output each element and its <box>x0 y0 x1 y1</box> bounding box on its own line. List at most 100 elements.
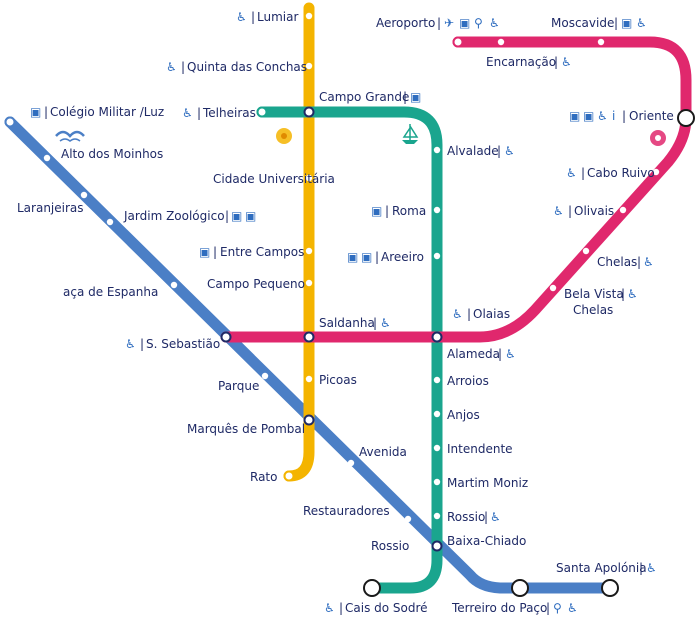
svg-text:Moscavide: Moscavide <box>551 16 614 30</box>
station-label-moscavide: Moscavide | ▣ ♿ <box>551 16 647 30</box>
station-label-arroios: Arroios <box>447 374 489 388</box>
wheelchair-icon: ♿ <box>452 307 463 321</box>
station-label-martim-moniz: Martim Moniz <box>447 476 528 490</box>
magenta-line <box>220 36 692 343</box>
station-label-lumiar: ♿ | Lumiar <box>236 10 298 24</box>
svg-text:|: | <box>373 316 377 330</box>
station-label-colegio-militar: ▣ | Colégio Militar /Luz <box>30 105 164 119</box>
wheelchair-icon: ♿ <box>597 109 608 123</box>
svg-text:Rossio: Rossio <box>447 510 485 524</box>
station-label-alvalade: Alvalade | ♿ <box>447 144 515 158</box>
svg-text:|: | <box>140 337 144 351</box>
station-label-telheiras: ♿ | Telheiras <box>182 106 256 120</box>
station-label-rato: Rato <box>250 470 277 484</box>
svg-text:Areeiro: Areeiro <box>381 250 424 264</box>
station-label-areeiro: ▣ ▣ | Areeiro <box>347 250 424 264</box>
station-label-restauradores: Restauradores <box>303 504 390 518</box>
station-label-bela-vista: Bela Vista | ♿ Chelas <box>564 287 638 317</box>
caravel-icon <box>402 124 419 144</box>
info-icon: i <box>612 109 615 123</box>
station-label-laranjeiras: Laranjeiras <box>17 201 84 215</box>
family-icon: ⚲ <box>553 601 562 615</box>
svg-text:Roma: Roma <box>392 204 426 218</box>
station-label-picoas: Picoas <box>319 373 357 387</box>
station-label-alto-dos-moinhos: Alto dos Moinhos <box>61 147 163 161</box>
svg-text:|: | <box>484 510 488 524</box>
station-label-alameda: Alameda | ♿ <box>447 347 516 361</box>
svg-text:|: | <box>497 144 501 158</box>
svg-text:|: | <box>197 106 201 120</box>
svg-text:Chelas: Chelas <box>573 303 613 317</box>
svg-text:Olaias: Olaias <box>473 307 510 321</box>
bus-icon: ▣ <box>459 16 470 30</box>
station-label-baixa-chiado: Baixa-Chiado <box>447 534 526 548</box>
station-label-cidade-universitaria: Cidade Universitária <box>213 172 335 186</box>
wheelchair-icon: ♿ <box>553 204 564 218</box>
station-label-olivais: ♿ | Olivais <box>553 204 614 218</box>
station-label-campo-grande: Campo Grande | ▣ <box>319 90 421 104</box>
svg-text:Terreiro do Paço: Terreiro do Paço <box>451 601 547 615</box>
svg-text:|: | <box>339 601 343 615</box>
svg-text:|: | <box>251 10 255 24</box>
seagull-icon <box>55 130 85 142</box>
wheelchair-icon: ♿ <box>324 601 335 615</box>
wheelchair-icon: ♿ <box>504 144 515 158</box>
svg-text:Olivais: Olivais <box>574 204 614 218</box>
svg-text:|: | <box>181 60 185 74</box>
blue-line <box>4 116 616 594</box>
svg-text:|: | <box>554 55 558 69</box>
train-icon: ▣ <box>371 204 382 218</box>
wheelchair-icon: ♿ <box>505 347 516 361</box>
bus-icon: ▣ <box>410 90 421 104</box>
svg-text:|: | <box>44 105 48 119</box>
station-dots <box>43 12 660 523</box>
svg-text:|: | <box>498 347 502 361</box>
bus-icon: ▣ <box>231 209 242 223</box>
svg-text:Encarnação: Encarnação <box>486 55 556 69</box>
svg-text:Chelas: Chelas <box>597 255 637 269</box>
svg-text:Quinta das Conchas: Quinta das Conchas <box>187 60 307 74</box>
svg-text:Bela Vista: Bela Vista <box>564 287 624 301</box>
station-label-quinta-das-conchas: ♿ | Quinta das Conchas <box>166 60 307 74</box>
family-icon: ⚲ <box>474 16 483 30</box>
bus-icon: ▣ <box>569 109 580 123</box>
wheelchair-icon: ♿ <box>636 16 647 30</box>
station-label-jardim-zoologico: Jardim Zoológico | ▣ ▣ <box>123 209 256 223</box>
wheelchair-icon: ♿ <box>166 60 177 74</box>
interchange-markers <box>4 36 695 597</box>
svg-text:Colégio Militar /Luz: Colégio Militar /Luz <box>50 105 164 119</box>
station-label-intendente: Intendente <box>447 442 513 456</box>
station-label-parque: Parque <box>218 379 259 393</box>
plane-icon: ✈ <box>444 16 454 30</box>
wheelchair-icon: ♿ <box>489 16 500 30</box>
station-label-encarnacao: Encarnação | ♿ <box>486 55 572 69</box>
station-label-aeroporto: Aeroporto | ✈ ▣ ⚲ ♿ <box>376 16 500 30</box>
svg-text:|: | <box>614 16 618 30</box>
svg-text:|: | <box>568 204 572 218</box>
bus-icon: ▣ <box>361 250 372 264</box>
station-label-saldanha: Saldanha | ♿ <box>319 316 391 330</box>
train-icon: ▣ <box>583 109 594 123</box>
svg-text:|: | <box>581 166 585 180</box>
station-label-roma: ▣ | Roma <box>371 204 426 218</box>
station-label-praca-de-espanha: aça de Espanha <box>63 285 158 299</box>
svg-text:|: | <box>375 250 379 264</box>
wheelchair-icon: ♿ <box>561 55 572 69</box>
svg-text:|: | <box>385 204 389 218</box>
svg-text:|: | <box>467 307 471 321</box>
wheelchair-icon: ♿ <box>182 106 193 120</box>
station-label-marques-de-pombal: Marquês de Pombal <box>187 422 305 436</box>
svg-text:Entre Campos: Entre Campos <box>220 245 304 259</box>
svg-text:Saldanha: Saldanha <box>319 316 375 330</box>
svg-text:|: | <box>637 255 641 269</box>
wheelchair-icon: ♿ <box>490 510 501 524</box>
svg-text:Jardim Zoológico: Jardim Zoológico <box>123 209 225 223</box>
wheelchair-icon: ♿ <box>643 255 654 269</box>
teal-line <box>256 106 443 594</box>
station-label-cabo-ruivo: ♿ | Cabo Ruivo <box>566 166 655 180</box>
wheelchair-icon: ♿ <box>567 601 578 615</box>
station-label-campo-pequeno: Campo Pequeno <box>207 277 305 291</box>
svg-text:|: | <box>546 601 550 615</box>
bus-icon: ▣ <box>30 105 41 119</box>
station-label-s-sebastiao: ♿ | S. Sebastião <box>125 337 220 351</box>
